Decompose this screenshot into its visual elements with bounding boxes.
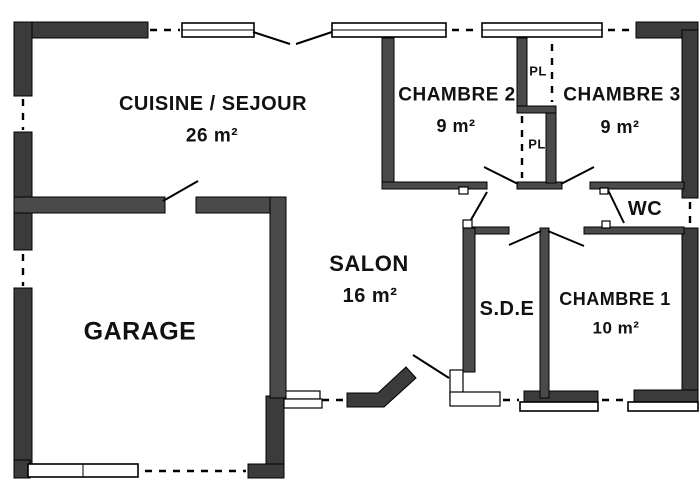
room-label-chambre1: CHAMBRE 1 [559,289,671,309]
door-terrace-right-leaf [295,31,333,45]
wall-garage-foot [247,463,285,479]
doorframe-hall-top [458,186,469,195]
room-area-chambre3: 9 m² [600,117,640,137]
room-area-cuisine-sejour: 26 m² [185,125,239,147]
wall-pl-bottom-right [545,112,557,184]
wall-cuisine-garage [13,196,166,214]
window-cuisine-right [331,22,447,38]
wall-garage-salon [269,196,287,399]
room-area-salon: 16 m² [342,285,398,307]
window-chambre1-sill [627,401,699,412]
door-terrace-left-leaf [252,31,291,45]
partitions-layer [13,37,685,399]
room-label-salon: SALON [329,251,409,276]
wall-left-mid [13,131,33,251]
closet-label-pl-top: PL [529,63,547,79]
door-cuisine-leaf [162,180,199,202]
wall-pl-top-left [516,37,528,114]
wall-right-upper [681,29,699,199]
room-label-wc: WC [627,198,663,220]
wall-left-upper [13,21,33,97]
wall-wc-bottom [583,226,685,235]
doorframe-hall-bottom [462,219,473,229]
door-chambre2-leaf [483,166,519,185]
room-label-sde: S.D.E [479,298,535,320]
door-entrance-leaf [412,354,450,379]
door-chambre3-leaf [560,166,595,185]
window-garage-bottom [27,463,139,478]
wall-chambre3-bottom [589,181,685,190]
wall-pl-middle [516,105,557,114]
windows-layer [27,22,603,478]
door-sde-leaf [508,230,542,246]
room-label-chambre2: CHAMBRE 2 [398,84,516,106]
wall-sde-chambre1 [539,227,550,399]
window-sde-sill [519,401,599,412]
room-label-cuisine-sejour: CUISINE / SEJOUR [118,93,308,115]
wall-chambre1-bottom [633,389,699,403]
door-chambre1-leaf [547,230,585,247]
door-wc-leaf [607,189,625,224]
window-cuisine-left [181,22,255,38]
exterior-walls-layer [13,21,699,479]
wall-chambre2-left [381,37,395,189]
doorframe-wc-top [599,187,609,195]
wall-sde-left [462,227,476,373]
room-area-chambre1: 10 m² [592,318,640,338]
wall-entry-stub-inner [283,398,323,409]
wall-top-left [13,21,149,39]
room-area-chambre2: 9 m² [436,116,476,136]
wall-entry-stub-outer [283,390,321,400]
wall-sde-bottom [523,390,599,403]
closet-label-pl-bottom: PL [528,136,546,152]
wall-right-lower [681,227,699,403]
window-chambre2 [481,22,603,38]
openings-layer [21,28,692,473]
wall-left-lower [13,287,33,467]
doorframe-wc-bottom [601,220,611,229]
wall-hall-center-stub [516,181,563,190]
room-label-garage: GARAGE [83,317,197,346]
wall-chambre2-bottom [381,181,488,190]
wall-entry-angled [346,366,417,408]
doors-layer [162,31,625,379]
room-label-chambre3: CHAMBRE 3 [563,84,681,106]
wall-entry-l-horizontal [449,391,501,407]
